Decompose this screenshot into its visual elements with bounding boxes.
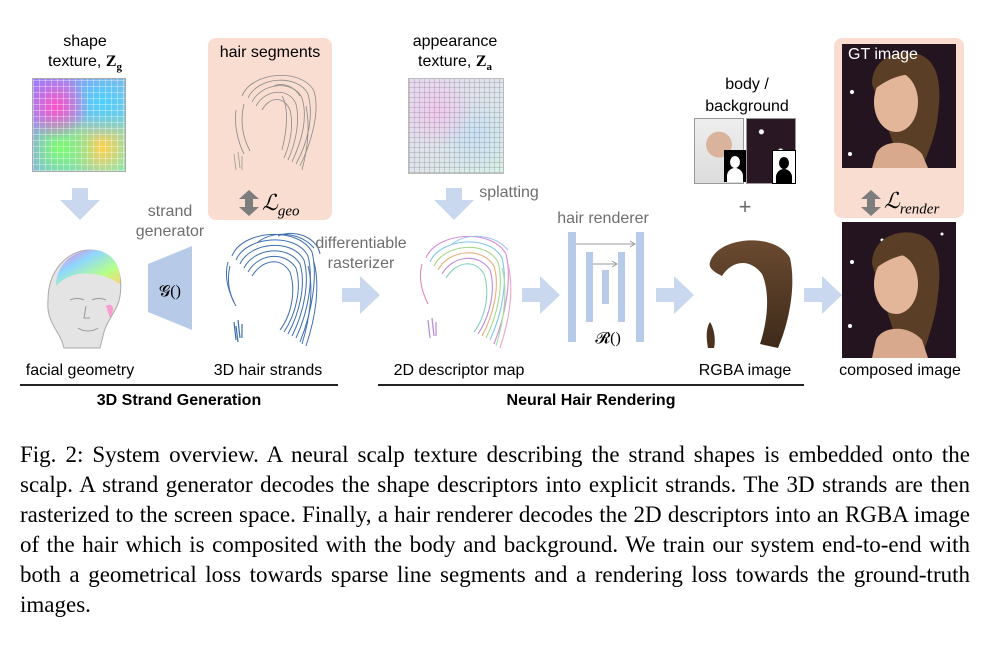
right-arrow-to-renderer <box>522 276 560 314</box>
plus-sign: + <box>730 194 760 220</box>
facial-geometry-label: facial geometry <box>10 362 150 380</box>
right-arrow-to-composed <box>804 276 842 314</box>
section-title-strand-generation: 3D Strand Generation <box>20 392 338 410</box>
hair-segments-label: hair segments <box>208 44 332 62</box>
composed-portrait <box>842 222 956 358</box>
right-arrow-to-rgba <box>656 276 694 314</box>
splatting-label: splatting <box>474 184 544 202</box>
render-loss-symbol: ℒrender <box>884 188 939 218</box>
render-loss-double-arrow <box>860 190 882 216</box>
down-arrow-appearance <box>434 188 474 220</box>
appearance-texture-label: appearance texture, Za <box>390 32 520 77</box>
descriptor-map-2d-label: 2D descriptor map <box>378 362 540 380</box>
appearance-texture-symbol: Z <box>476 53 487 70</box>
gt-image-label: GT image <box>848 46 918 64</box>
descriptor-map-2d-image <box>412 228 516 352</box>
shape-texture-label: shape texture, Zg <box>20 32 150 77</box>
differentiable-rasterizer-label: differentiable rasterizer <box>306 234 416 274</box>
hair-renderer-network <box>568 232 652 342</box>
composed-image <box>842 222 956 358</box>
hair-segments-sketch <box>222 66 322 176</box>
hair-renderer-label: hair renderer <box>548 210 658 228</box>
background-mask-image <box>772 150 796 184</box>
shape-texture-image <box>32 78 126 172</box>
section-title-neural-rendering: Neural Hair Rendering <box>378 392 804 410</box>
facial-geometry-image <box>34 240 130 352</box>
rgba-image-label: RGBA image <box>686 362 804 380</box>
strand-generator-label: strand generator <box>130 202 210 242</box>
geo-loss-double-arrow <box>238 190 260 216</box>
right-arrow-rasterize <box>342 276 380 314</box>
appearance-texture-image <box>408 78 504 174</box>
hair-strands-3d-label: 3D hair strands <box>200 362 336 380</box>
body-background-label: body / background <box>692 74 802 118</box>
shape-texture-symbol: Z <box>106 53 117 70</box>
composed-image-label: composed image <box>826 362 974 380</box>
body-mask-image <box>724 150 746 182</box>
generator-symbol: 𝓖() <box>150 283 190 301</box>
geo-loss-symbol: ℒgeo <box>262 190 300 220</box>
rgba-hair-image <box>696 232 796 352</box>
renderer-symbol: 𝓡() <box>586 330 630 348</box>
down-arrow-shape <box>60 188 100 220</box>
figure-caption: Fig. 2: System overview. A neural scalp … <box>20 440 970 620</box>
section-rule-neural-rendering <box>378 384 804 386</box>
section-rule-strand-generation <box>20 384 338 386</box>
